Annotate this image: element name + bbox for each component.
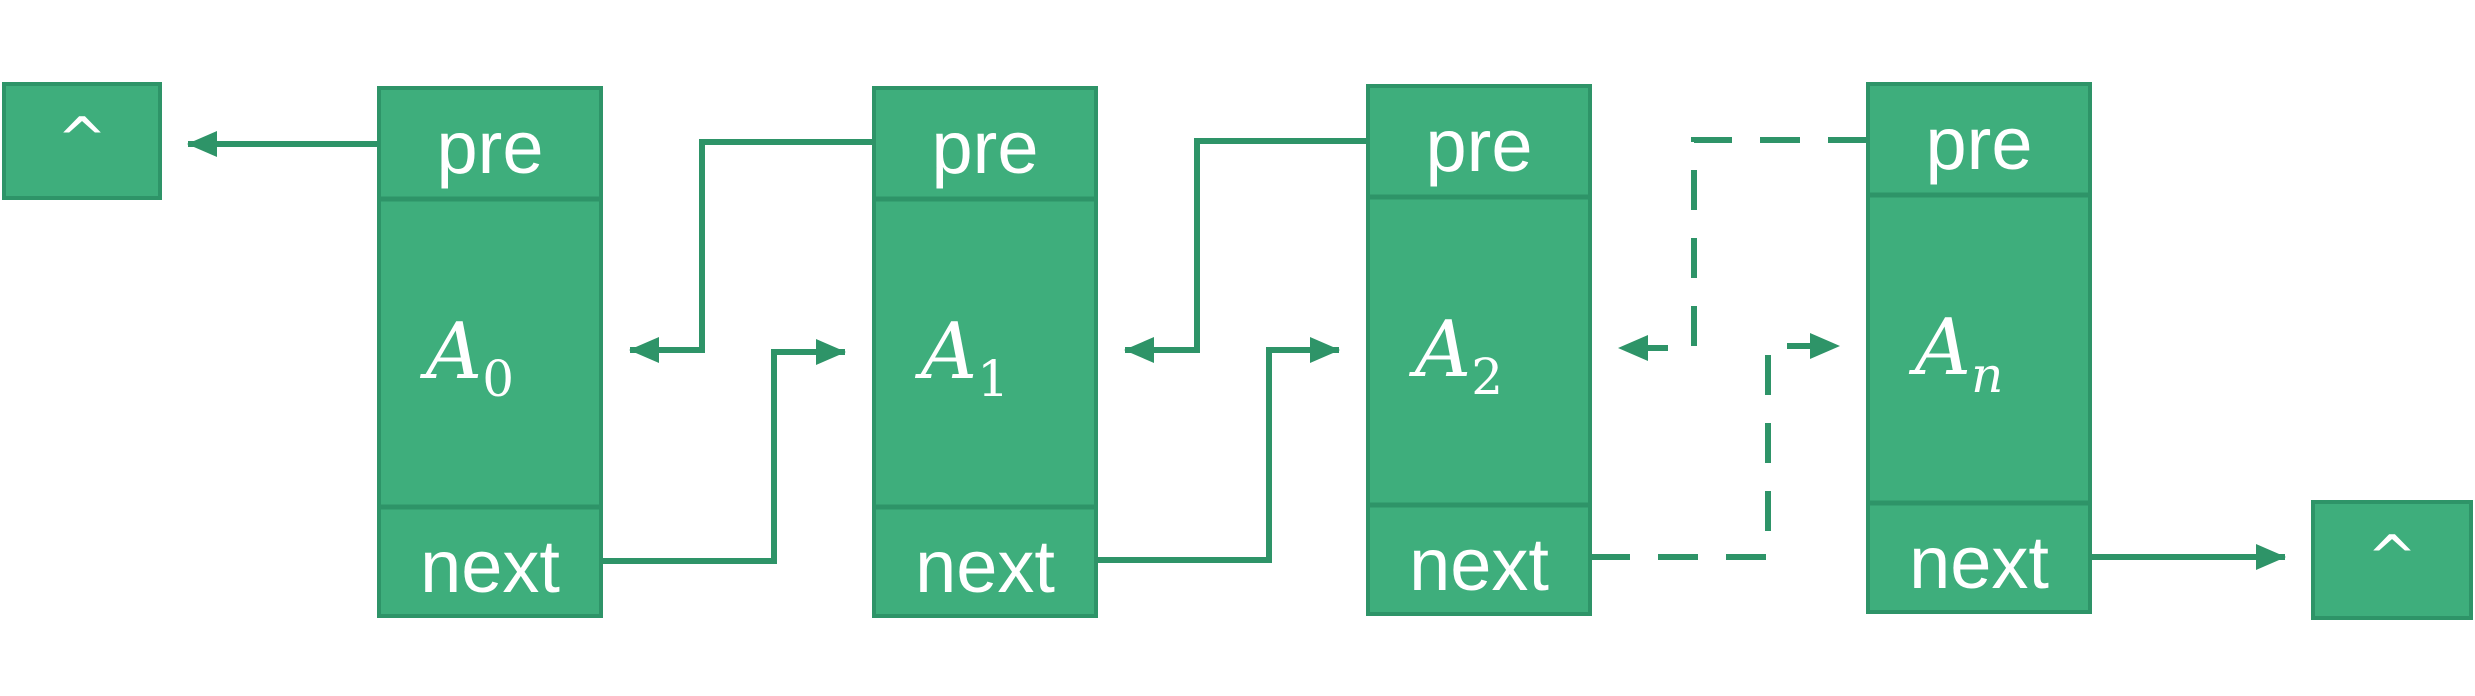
node-an-data: An xyxy=(1909,303,2004,404)
pointer-a1-pre-to-a0 xyxy=(629,139,874,363)
node-an: pre An next xyxy=(1866,82,2092,614)
null-box-right: ^ xyxy=(2311,500,2473,620)
node-a2-data: A2 xyxy=(1409,305,1503,406)
pointer-an-pre-to-a2-dashed xyxy=(1618,137,1868,361)
node-a0-data: A0 xyxy=(420,307,514,408)
node-a0-pre-label: pre xyxy=(437,106,544,189)
node-a2-next-label: next xyxy=(1409,523,1549,606)
node-a1-next-label: next xyxy=(915,525,1055,608)
node-a0-next-label: next xyxy=(420,525,560,608)
node-a1: pre A1 next xyxy=(872,86,1098,618)
pointer-a2-pre-to-a1 xyxy=(1124,138,1368,363)
node-a2: pre A2 next xyxy=(1366,84,1592,616)
pointer-a0-next-to-a1 xyxy=(601,339,846,564)
node-an-next-label: next xyxy=(1909,521,2049,604)
pointer-a1-next-to-a2 xyxy=(1096,337,1340,563)
node-a2-pre-label: pre xyxy=(1426,104,1533,187)
node-a0: pre A0 next xyxy=(377,86,603,618)
pointer-a2-next-to-an-dashed xyxy=(1590,333,1840,560)
node-a1-pre-label: pre xyxy=(932,106,1039,189)
node-a1-data: A1 xyxy=(915,307,1009,408)
node-an-pre-label: pre xyxy=(1926,102,2033,185)
null-box-left: ^ xyxy=(2,82,162,200)
null-symbol-right: ^ xyxy=(2367,523,2417,593)
null-symbol-left: ^ xyxy=(57,105,107,175)
